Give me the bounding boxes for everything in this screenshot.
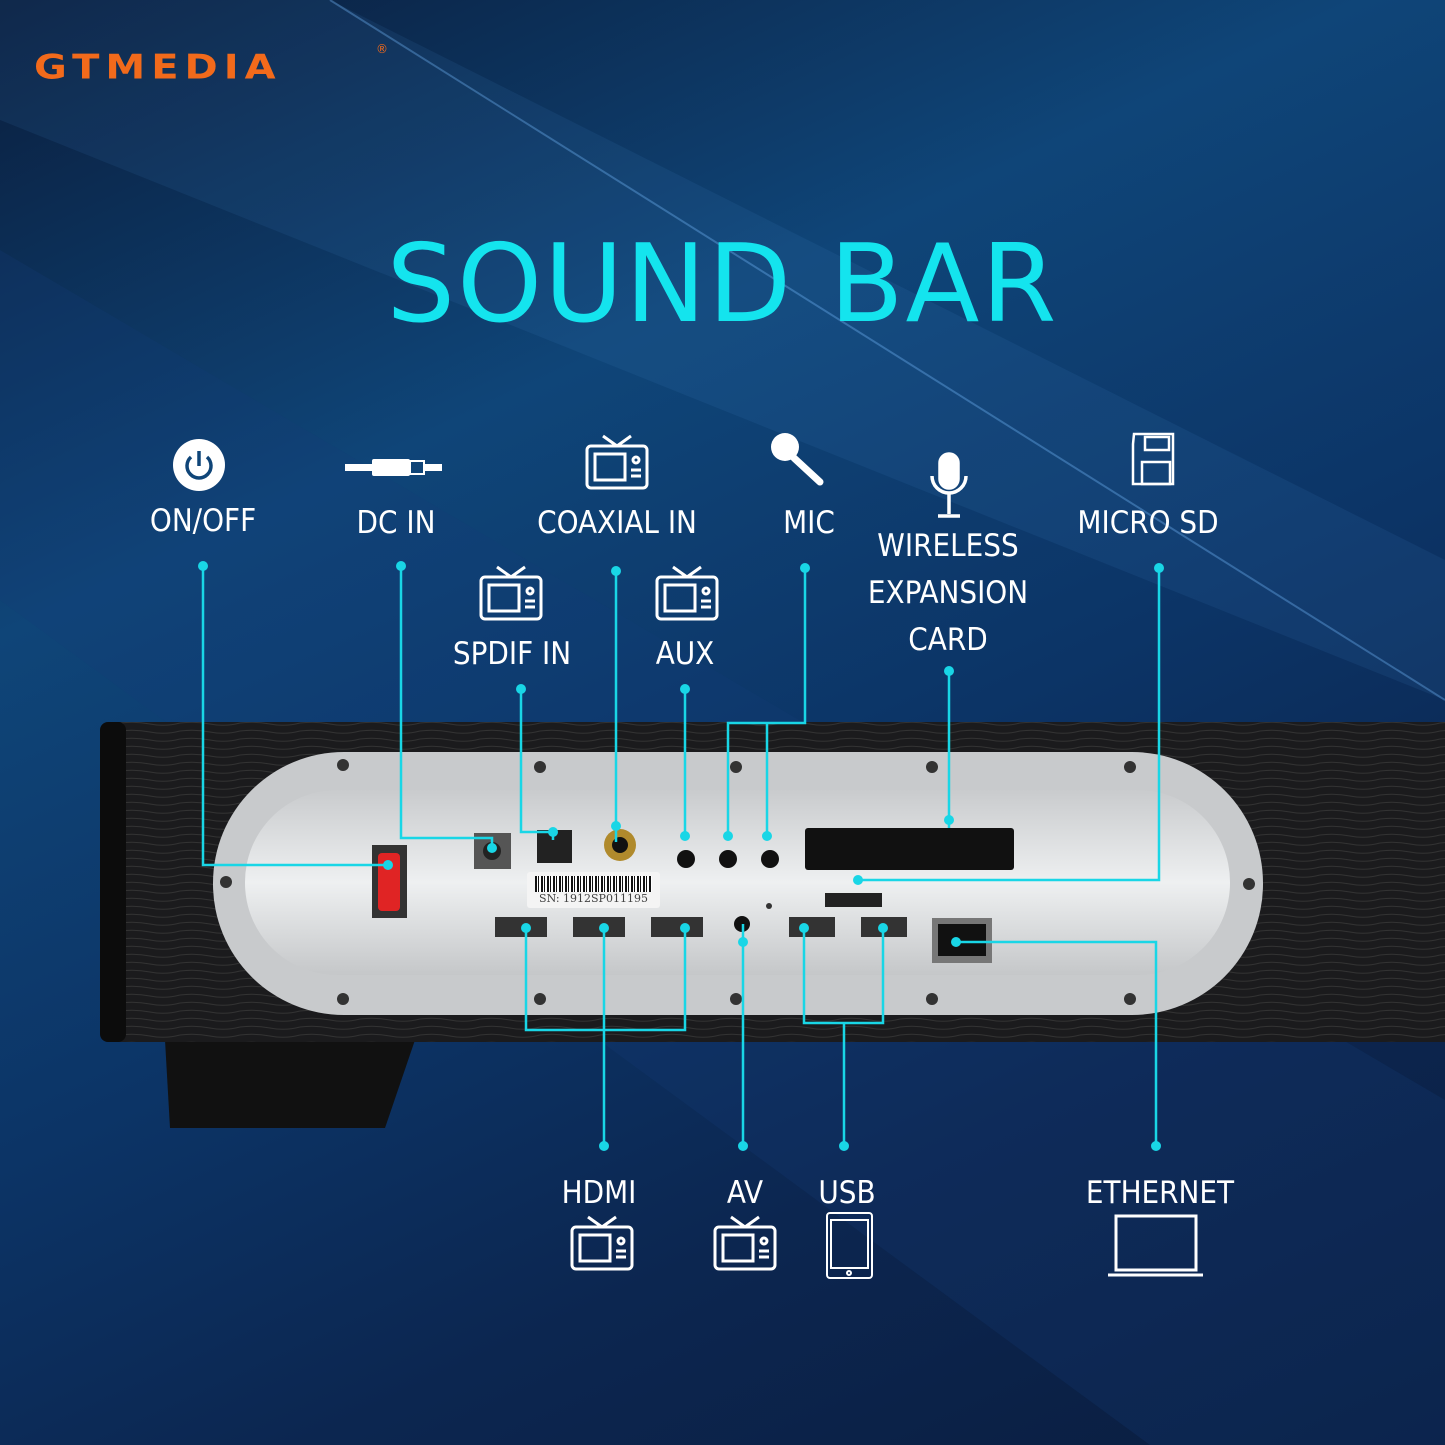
barcode — [535, 876, 652, 892]
line-onoff — [201, 566, 388, 867]
label-av: AV — [726, 1175, 764, 1211]
label-hdmi: HDMI — [561, 1175, 637, 1211]
tv-icon-av — [713, 1215, 777, 1271]
tv-icon-coaxial — [585, 434, 649, 490]
line-usb-bracket — [802, 928, 885, 1025]
brand-logo: GTMEDIA — [34, 48, 282, 88]
line-ethernet — [956, 940, 1158, 1146]
power-icon — [173, 439, 225, 491]
microphone-icon — [771, 433, 824, 486]
label-spdif-in: SPDIF IN — [452, 636, 572, 672]
label-line-2: EXPANSION — [867, 575, 1029, 611]
line-hdmi-bracket — [524, 928, 687, 1032]
tv-icon-hdmi — [570, 1215, 634, 1271]
serial-label: SN: 1912SP011195 — [527, 872, 660, 908]
label-dc-in: DC IN — [356, 505, 436, 541]
line-microsd — [858, 568, 1161, 882]
label-mic: MIC — [783, 505, 835, 541]
label-wireless-expansion-card: WIRELESS EXPANSION CARD — [868, 523, 1028, 664]
laptop-icon — [1108, 1214, 1203, 1277]
dc-plug-icon — [345, 459, 442, 476]
label-usb: USB — [818, 1175, 876, 1211]
registered-mark: ® — [376, 42, 388, 56]
tablet-icon — [826, 1212, 873, 1279]
label-micro-sd: MICRO SD — [1077, 505, 1219, 541]
page-title: SOUND BAR — [386, 222, 1059, 347]
tv-icon-aux — [655, 565, 719, 621]
label-on-off: ON/OFF — [149, 503, 257, 539]
label-ethernet: ETHERNET — [1085, 1175, 1235, 1211]
label-coaxial-in: COAXIAL IN — [537, 505, 697, 541]
label-line-3: CARD — [908, 622, 988, 658]
podcast-mic-icon — [930, 452, 968, 518]
label-line-1: WIRELESS — [877, 528, 1019, 564]
label-aux: AUX — [655, 636, 715, 672]
tv-icon-spdif — [479, 565, 543, 621]
serial-number: SN: 1912SP011195 — [539, 892, 648, 905]
sd-card-icon — [1131, 432, 1175, 486]
